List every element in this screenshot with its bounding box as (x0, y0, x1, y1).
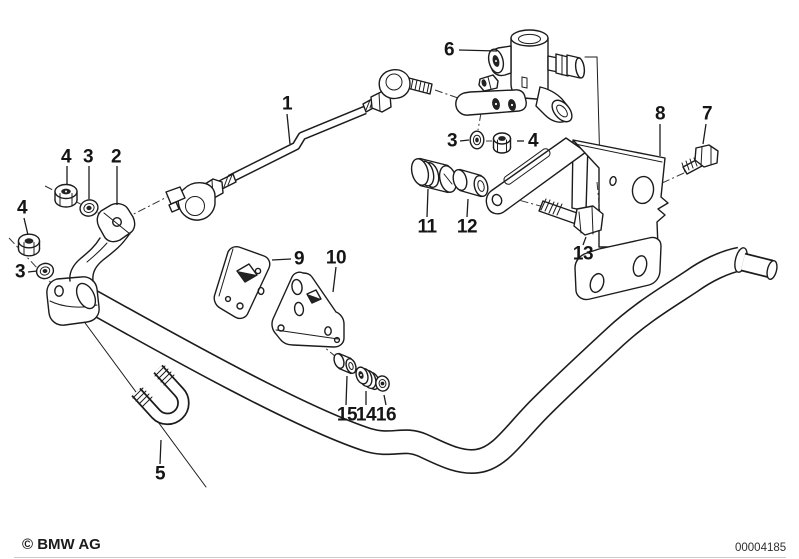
leader-lines (23, 49, 707, 465)
part-callout-3-left[interactable]: 3 (14, 261, 26, 283)
part-callout-11[interactable]: 11 (417, 216, 437, 238)
part-callout-4-bracket[interactable]: 4 (60, 146, 72, 168)
part-callout-3-valve[interactable]: 3 (446, 130, 458, 152)
part-callout-16[interactable]: 16 (375, 404, 397, 426)
copyright-notice: © BMW AG (22, 536, 101, 553)
part-callout-5[interactable]: 5 (154, 463, 166, 485)
link-rod-drawing (165, 68, 433, 221)
drawing-number: 00004185 (735, 542, 787, 554)
stabilizer-bar-drawing (76, 246, 778, 474)
page-bottom-rule (14, 557, 786, 558)
small-bushings-washer-drawing (333, 352, 390, 392)
part-callout-12[interactable]: 12 (456, 216, 478, 238)
part-callout-7[interactable]: 7 (701, 103, 713, 125)
part-callout-6[interactable]: 6 (443, 39, 455, 61)
regulating-valve-drawing (455, 29, 586, 123)
part-callout-15[interactable]: 15 (336, 404, 358, 426)
valve-nut-washer-drawing (469, 130, 512, 154)
left-nuts-washers-drawing (17, 183, 99, 280)
part-callout-9[interactable]: 9 (293, 248, 305, 270)
part-callout-4-left[interactable]: 4 (16, 197, 28, 219)
bushings-drawing (410, 157, 489, 198)
part-callout-2[interactable]: 2 (110, 146, 122, 168)
mounting-plates-drawing (213, 246, 345, 348)
hex-bolt-drawing (538, 198, 604, 236)
stabilizer-bracket-drawing (46, 202, 136, 326)
part-callout-10[interactable]: 10 (325, 247, 347, 269)
part-callout-8[interactable]: 8 (654, 103, 666, 125)
part-callout-13[interactable]: 13 (572, 243, 594, 265)
part-callout-4-valve[interactable]: 4 (527, 130, 539, 152)
part-callout-14[interactable]: 14 (355, 404, 377, 426)
part-callout-3-bracket[interactable]: 3 (82, 146, 94, 168)
holder-bracket-drawing (485, 137, 669, 301)
u-bolt-drawing (131, 364, 190, 426)
part-callout-1[interactable]: 1 (281, 93, 293, 115)
hex-screw-drawing (681, 144, 719, 175)
